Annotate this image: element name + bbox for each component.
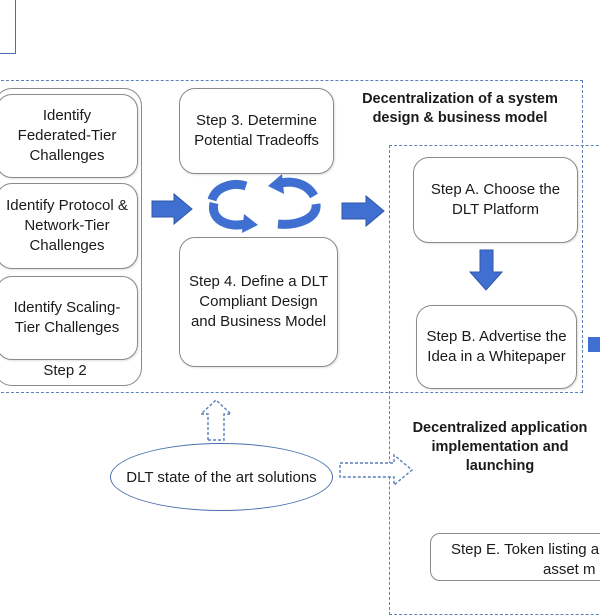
federated-tier-box: Identify Federated-Tier Challenges bbox=[0, 94, 138, 178]
stepE-label-line1: Step E. Token listing a bbox=[451, 541, 600, 558]
solutions-label: DLT state of the art solutions bbox=[126, 468, 317, 486]
scaling-tier-box: Identify Scaling-Tier Challenges bbox=[0, 276, 138, 360]
step4-label: Step 4. Define a DLT Compliant Design an… bbox=[189, 273, 328, 330]
stepE-label-line2: asset m bbox=[543, 561, 596, 578]
stepB-box: Step B. Advertise the Idea in a Whitepap… bbox=[416, 305, 577, 389]
dashed-arrow-right bbox=[339, 453, 414, 487]
system-design-region bbox=[0, 80, 583, 393]
step2-label: Step 2 bbox=[43, 362, 87, 379]
stepB-label: Step B. Advertise the Idea in a Whitepap… bbox=[426, 328, 567, 365]
scaling-tier-label: Identify Scaling-Tier Challenges bbox=[13, 299, 121, 336]
arrow-right-edge bbox=[588, 337, 600, 352]
system-design-title: Decentralization of a system design & bu… bbox=[362, 91, 558, 126]
cropped-box-top-left bbox=[0, 0, 16, 54]
arrows-layer bbox=[151, 174, 600, 487]
arrow-to-cycle bbox=[151, 192, 193, 226]
stepA-box: Step A. Choose the DLT Platform bbox=[413, 157, 578, 243]
cycle-icon bbox=[207, 174, 321, 233]
arrow-to-dapp bbox=[341, 194, 385, 228]
protocol-tier-label: Identify Protocol & Network-Tier Challen… bbox=[6, 197, 128, 254]
arrow-down-a-to-b bbox=[468, 249, 504, 291]
federated-tier-label: Identify Federated-Tier Challenges bbox=[17, 107, 117, 164]
stepA-label: Step A. Choose the DLT Platform bbox=[430, 181, 561, 218]
step3-label: Step 3. Determine Potential Tradeoffs bbox=[194, 112, 319, 149]
step3-box: Step 3. Determine Potential Tradeoffs bbox=[179, 88, 334, 174]
protocol-tier-box: Identify Protocol & Network-Tier Challen… bbox=[0, 183, 138, 269]
solutions-ellipse: DLT state of the art solutions bbox=[110, 443, 333, 511]
dashed-arrow-up bbox=[199, 399, 233, 441]
stepE-box: Step E. Token listing a asset m bbox=[430, 533, 600, 581]
step4-box: Step 4. Define a DLT Compliant Design an… bbox=[179, 237, 338, 367]
dapp-title: Decentralized application implementation… bbox=[412, 420, 588, 474]
